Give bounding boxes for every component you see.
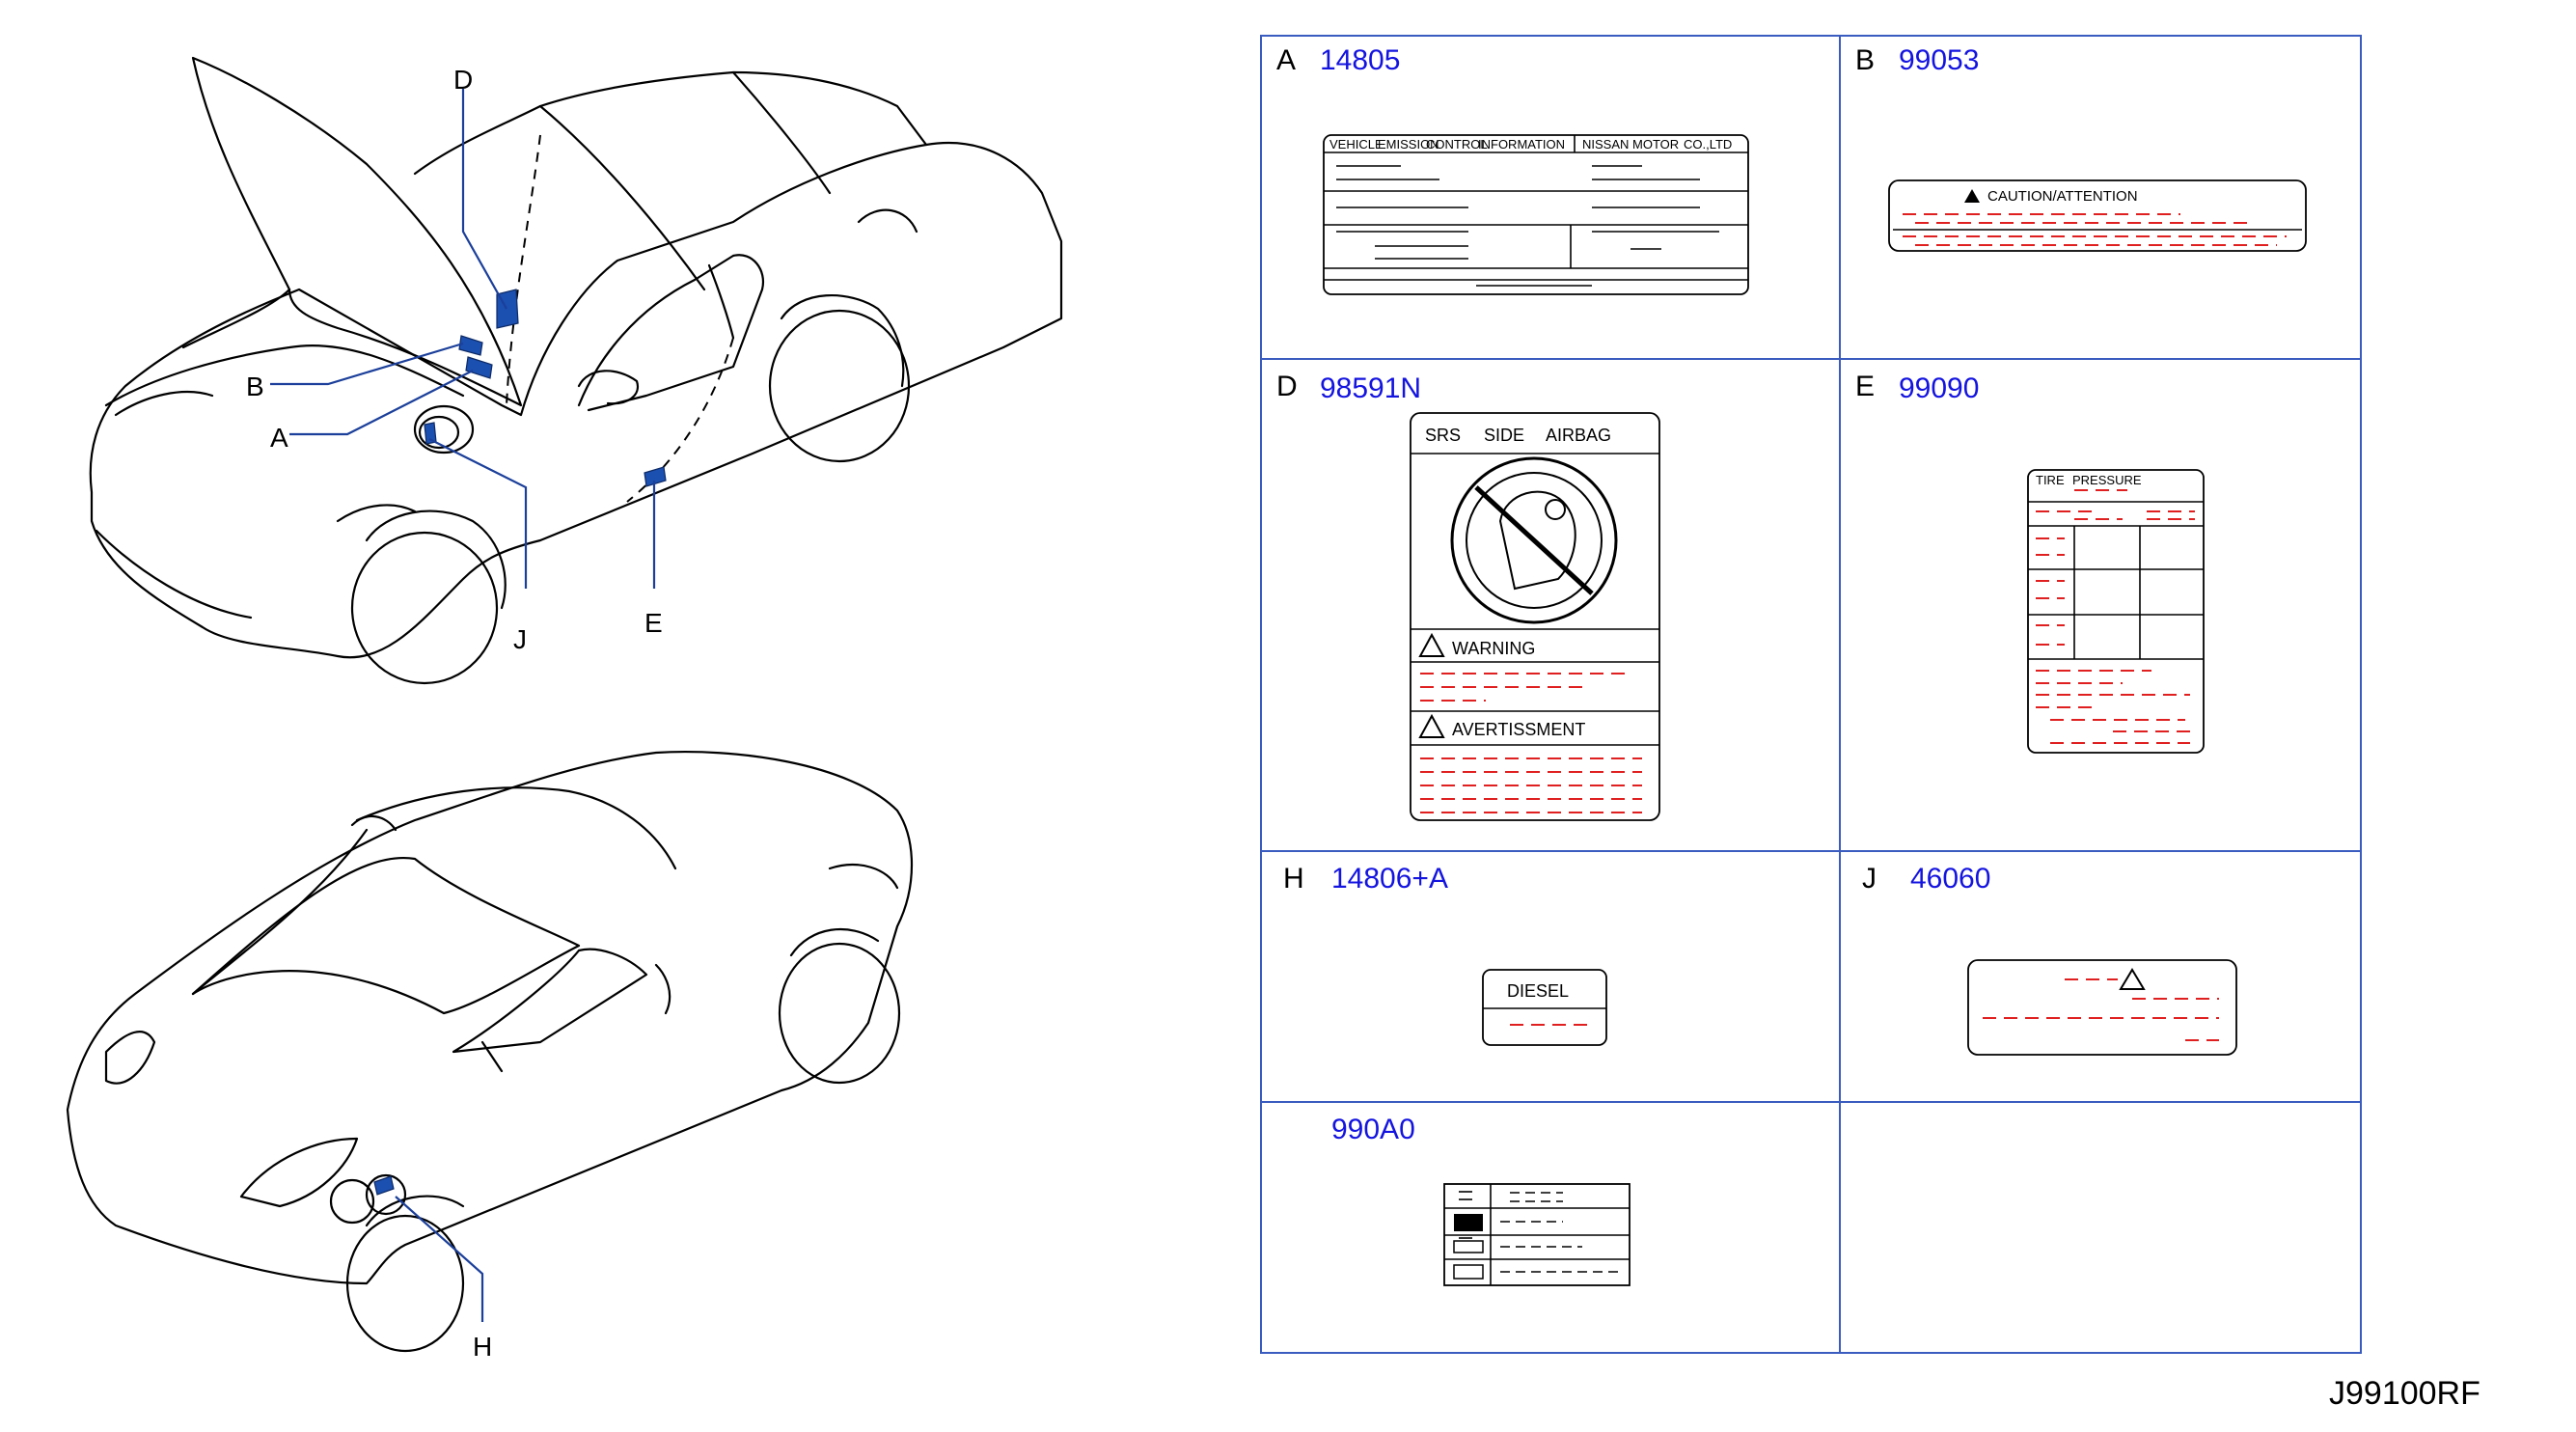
- label-a-text-1: VEHICLE: [1329, 137, 1384, 151]
- cell-b-letter: B: [1855, 44, 1875, 76]
- warning-triangle-icon: [1418, 632, 1445, 657]
- label-a-text-4: INFORMATION: [1478, 137, 1565, 151]
- cell-e-part-number: 99090: [1899, 372, 1979, 404]
- warning-triangle-icon: [2119, 968, 2146, 990]
- no-child-seat-icon: [1450, 456, 1618, 624]
- callout-d: D: [453, 65, 473, 95]
- callout-j: J: [513, 624, 527, 654]
- warning-triangle-icon: [1964, 189, 1980, 203]
- label-a-illustration: [1323, 134, 1749, 295]
- car-front-view: [89, 56, 1063, 685]
- warning-triangle-icon: [1418, 713, 1445, 738]
- cell-h-part-number: 14806+A: [1331, 863, 1448, 895]
- label-a-text-2: EMISSION: [1378, 137, 1439, 151]
- car-rear-view: [66, 750, 914, 1353]
- label-h-illustration: [1482, 969, 1607, 1046]
- label-d-warning: WARNING: [1452, 639, 1535, 658]
- label-d-text-2: SIDE: [1484, 426, 1524, 445]
- label-990a0-illustration: [1443, 1183, 1631, 1286]
- cell-j-letter: J: [1862, 863, 1877, 895]
- label-a-text-3: CONTROL: [1426, 137, 1488, 151]
- label-d-text-1: SRS: [1425, 426, 1461, 445]
- cell-d-letter: D: [1276, 371, 1298, 402]
- callout-e: E: [644, 608, 663, 638]
- label-grid: [1260, 35, 2362, 1354]
- label-a-text-7: CO.,LTD: [1684, 137, 1732, 151]
- callout-b: B: [246, 372, 264, 401]
- cell-d-part-number: 98591N: [1320, 372, 1421, 404]
- callout-a: A: [270, 423, 288, 453]
- label-e-illustration: [2027, 469, 2205, 754]
- label-b-illustration: [1888, 179, 2307, 252]
- diagram-code: J99100RF: [2329, 1375, 2480, 1412]
- label-d-text-3: AIRBAG: [1546, 426, 1611, 445]
- label-e-text-1: TIRE: [2036, 473, 2065, 487]
- label-a-text-5: NISSAN: [1582, 137, 1629, 151]
- label-d-avertissement: AVERTISSMENT: [1452, 720, 1585, 739]
- cell-a-part-number: 14805: [1320, 44, 1400, 76]
- label-a-text-6: MOTOR: [1632, 137, 1679, 151]
- label-h-heading: DIESEL: [1507, 981, 1569, 1001]
- label-d-illustration: [1410, 412, 1660, 821]
- label-j-illustration: [1967, 959, 2237, 1056]
- cell-a-letter: A: [1276, 44, 1296, 76]
- cell-j-part-number: 46060: [1910, 863, 1990, 895]
- cell-b-part-number: 99053: [1899, 44, 1979, 76]
- cell-blank-part-number: 990A0: [1331, 1114, 1415, 1145]
- callout-h: H: [473, 1332, 492, 1362]
- cell-e-letter: E: [1855, 371, 1875, 402]
- cell-h-letter: H: [1283, 863, 1304, 895]
- label-e-text-2: PRESSURE: [2072, 473, 2142, 487]
- label-b-heading: CAUTION/ATTENTION: [1987, 188, 2138, 205]
